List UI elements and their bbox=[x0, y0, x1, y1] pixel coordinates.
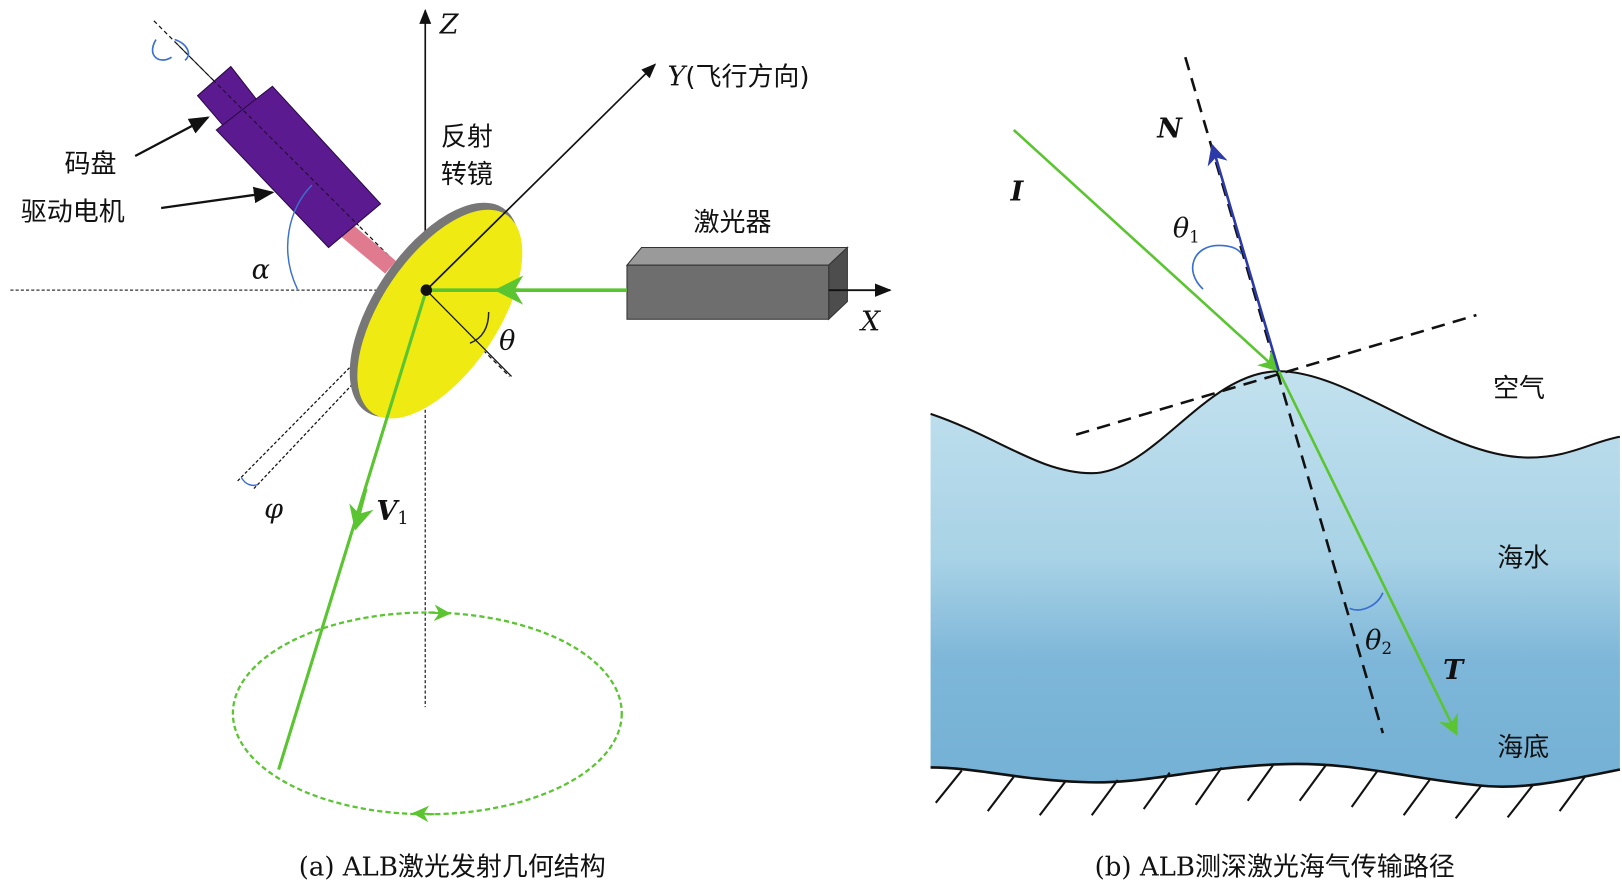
v1-subscript: 1 bbox=[397, 509, 408, 529]
laser-device bbox=[625, 246, 849, 321]
v1-label: V1 bbox=[376, 496, 408, 529]
theta1-arc bbox=[1191, 244, 1243, 290]
panel-b: N I θ1 θ2 T 空气 海水 海底 (b) ALB测深激光海气传输路径 bbox=[930, 56, 1621, 883]
motor-label: 驱动电机 bbox=[21, 197, 125, 227]
y-axis bbox=[425, 63, 657, 291]
mirror-label-line2: 转镜 bbox=[441, 160, 493, 190]
mirror-label-line1: 反射 bbox=[441, 123, 493, 153]
refracted-beam bbox=[1277, 370, 1458, 737]
theta1-letter: θ bbox=[1173, 213, 1189, 244]
scan-arrow-top bbox=[428, 604, 451, 622]
caption-a: (a) ALB激光发射几何结构 bbox=[299, 853, 606, 883]
encoder-pointer-arrow bbox=[134, 116, 210, 157]
y-axis-letter: Y bbox=[668, 61, 688, 92]
y-axis-label: Y(飞行方向) bbox=[668, 61, 810, 92]
seabed-label: 海底 bbox=[1497, 733, 1549, 763]
phi-label: φ bbox=[264, 494, 283, 525]
air-label: 空气 bbox=[1493, 374, 1545, 404]
seawater-label: 海水 bbox=[1497, 544, 1549, 574]
theta1-subscript: 1 bbox=[1189, 227, 1200, 246]
motor-axis-over bbox=[176, 43, 360, 227]
seawater-body bbox=[930, 371, 1620, 787]
theta2-arc bbox=[1349, 592, 1384, 611]
theta2-label: θ2 bbox=[1365, 625, 1392, 658]
mirror-plane-dashed-1 bbox=[236, 289, 427, 482]
caption-b: (b) ALB测深激光海气传输路径 bbox=[1095, 853, 1455, 883]
reflecting-mirror bbox=[357, 209, 523, 419]
tangent-dashed-line bbox=[1075, 313, 1477, 436]
laser-label: 激光器 bbox=[694, 208, 772, 238]
seabed-surface bbox=[930, 762, 1621, 788]
seabed-hatching bbox=[934, 763, 1587, 820]
incident-label: I bbox=[1010, 177, 1025, 208]
scan-arrow-bottom bbox=[412, 805, 435, 823]
y-axis-note: (飞行方向) bbox=[685, 62, 809, 92]
mirror-normal-line bbox=[425, 289, 512, 377]
normal-label: N bbox=[1156, 113, 1183, 144]
panel-a: Z X 码盘 驱动电机 反射 bbox=[10, 8, 892, 883]
theta2-subscript: 2 bbox=[1381, 639, 1392, 658]
reflected-beam-arrow bbox=[349, 488, 374, 531]
scan-trajectory bbox=[231, 611, 623, 816]
incident-beam bbox=[1012, 129, 1280, 372]
theta2-letter: θ bbox=[1365, 625, 1381, 656]
drive-motor bbox=[215, 85, 382, 249]
mirror-center-point bbox=[420, 284, 433, 296]
alpha-label: α bbox=[252, 255, 270, 286]
phi-arc bbox=[240, 476, 259, 487]
encoder-label: 码盘 bbox=[64, 150, 116, 180]
x-axis-label: X bbox=[859, 307, 882, 338]
theta-label: θ bbox=[499, 325, 515, 356]
transmit-label: T bbox=[1443, 655, 1465, 686]
rotation-arrow-icon bbox=[151, 38, 190, 61]
v1-letter: V bbox=[376, 496, 400, 527]
theta-arc bbox=[469, 311, 490, 344]
z-axis-label: Z bbox=[439, 9, 460, 40]
theta1-label: θ1 bbox=[1173, 213, 1200, 246]
normal-vector-arrow bbox=[1207, 143, 1281, 372]
water-surface bbox=[930, 370, 1621, 475]
alpha-arc bbox=[286, 184, 313, 290]
motor-pointer-arrow bbox=[161, 186, 275, 210]
